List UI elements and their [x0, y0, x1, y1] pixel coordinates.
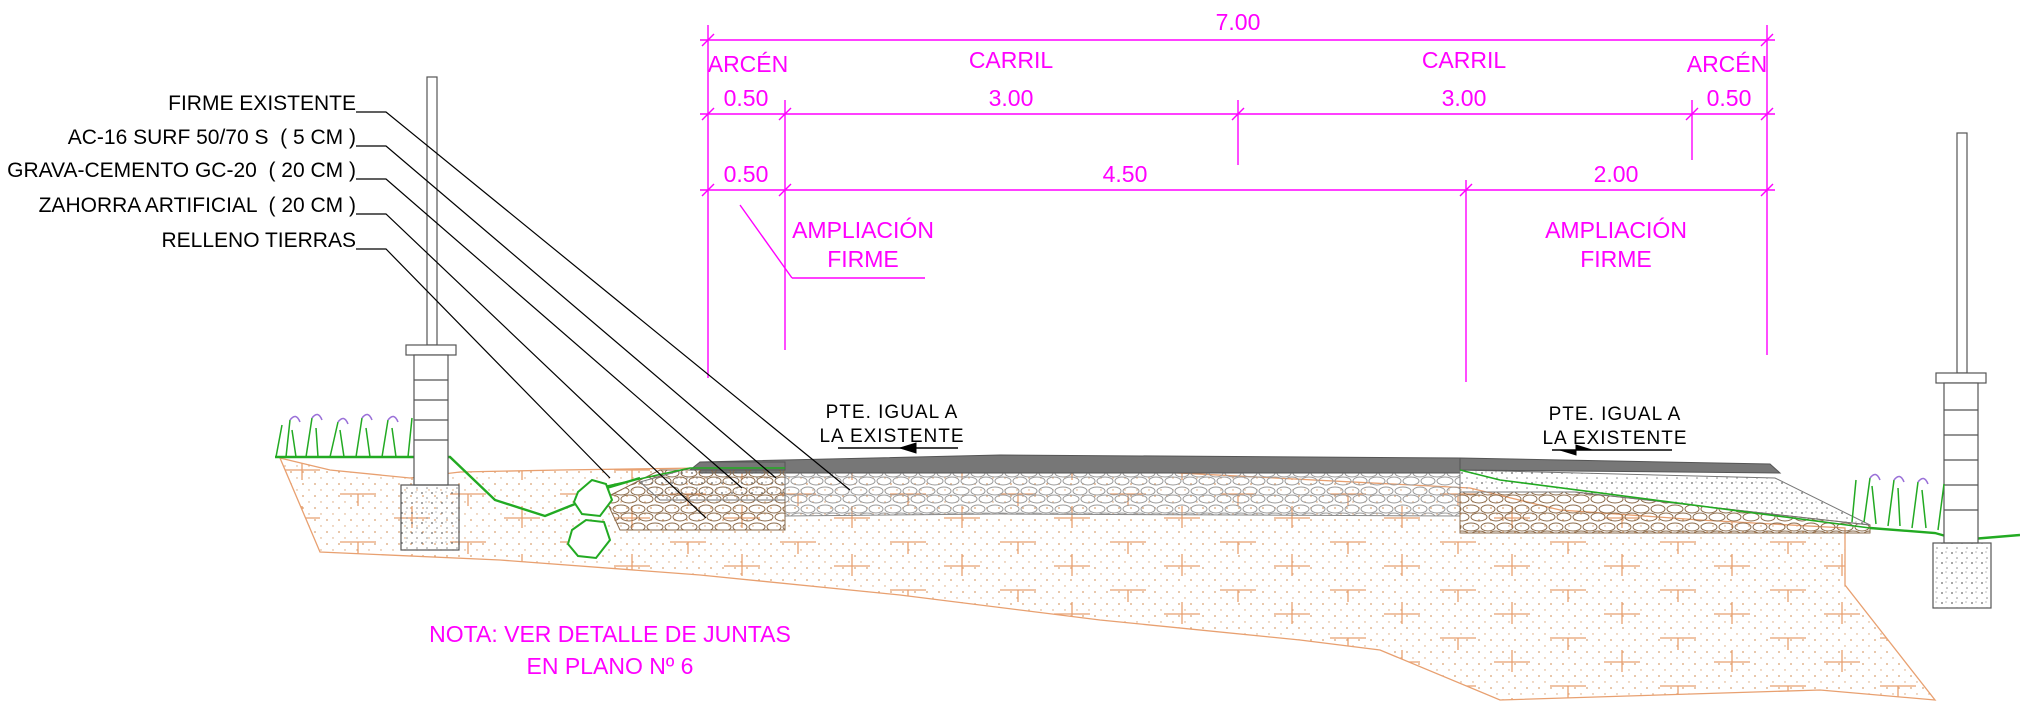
left-widening	[597, 461, 786, 531]
slope-note-left-line2: LA EXISTENTE	[819, 426, 964, 447]
layer-legend: FIRME EXISTENTE AC-16 SURF 50/70 S ( 5 C…	[7, 92, 851, 519]
note-line2: EN PLANO Nº 6	[527, 653, 694, 679]
ampliacion-right-line1: AMPLIACIÓN	[1545, 217, 1687, 243]
vegetation-right	[1851, 473, 1945, 531]
layer-label-ac16: AC-16 SURF 50/70 S ( 5 CM )	[68, 126, 356, 149]
lane-right-label: CARRIL	[1422, 47, 1507, 73]
lane-left-label: CARRIL	[969, 47, 1054, 73]
boulders	[566, 478, 614, 560]
shoulder-right-width: 0.50	[1707, 85, 1752, 111]
ampliacion-right-line2: FIRME	[1580, 246, 1652, 272]
dimension-lines	[700, 25, 1775, 382]
shoulder-right-label: ARCÉN	[1687, 51, 1768, 77]
lane-left-width: 3.00	[989, 85, 1034, 111]
slope-note-right-line1: PTE. IGUAL A	[1549, 404, 1682, 425]
existing-pavement	[699, 454, 1461, 517]
layer-label-grava-cemento: GRAVA-CEMENTO GC-20 ( 20 CM )	[7, 159, 356, 182]
ampliacion-left-line1: AMPLIACIÓN	[792, 217, 934, 243]
slope-note-right-line2: LA EXISTENTE	[1542, 428, 1687, 449]
fence-post-left	[400, 76, 460, 551]
lane-right-width: 3.00	[1442, 85, 1487, 111]
widening-right-width: 2.00	[1594, 161, 1639, 187]
note-line1: NOTA: VER DETALLE DE JUNTAS	[429, 621, 791, 647]
widening-left-width: 0.50	[724, 161, 769, 187]
layer-label-relleno: RELLENO TIERRAS	[161, 229, 356, 252]
slope-note-left-line1: PTE. IGUAL A	[826, 402, 959, 423]
shoulder-left-label: ARCÉN	[708, 51, 789, 77]
fence-post-right	[1932, 132, 1992, 609]
layer-label-zahorra: ZAHORRA ARTIFICIAL ( 20 CM )	[39, 194, 356, 217]
slope-note-right: PTE. IGUAL A LA EXISTENTE	[1542, 404, 1687, 456]
total-width-value: 7.00	[1216, 9, 1261, 35]
ampliacion-left-line2: FIRME	[827, 246, 899, 272]
layer-label-firme-existente: FIRME EXISTENTE	[168, 92, 356, 115]
vegetation-left	[275, 413, 413, 458]
existing-width: 4.50	[1103, 161, 1148, 187]
right-widening	[1459, 457, 1871, 534]
slope-note-left: PTE. IGUAL A LA EXISTENTE	[819, 402, 964, 454]
shoulder-left-width: 0.50	[724, 85, 769, 111]
